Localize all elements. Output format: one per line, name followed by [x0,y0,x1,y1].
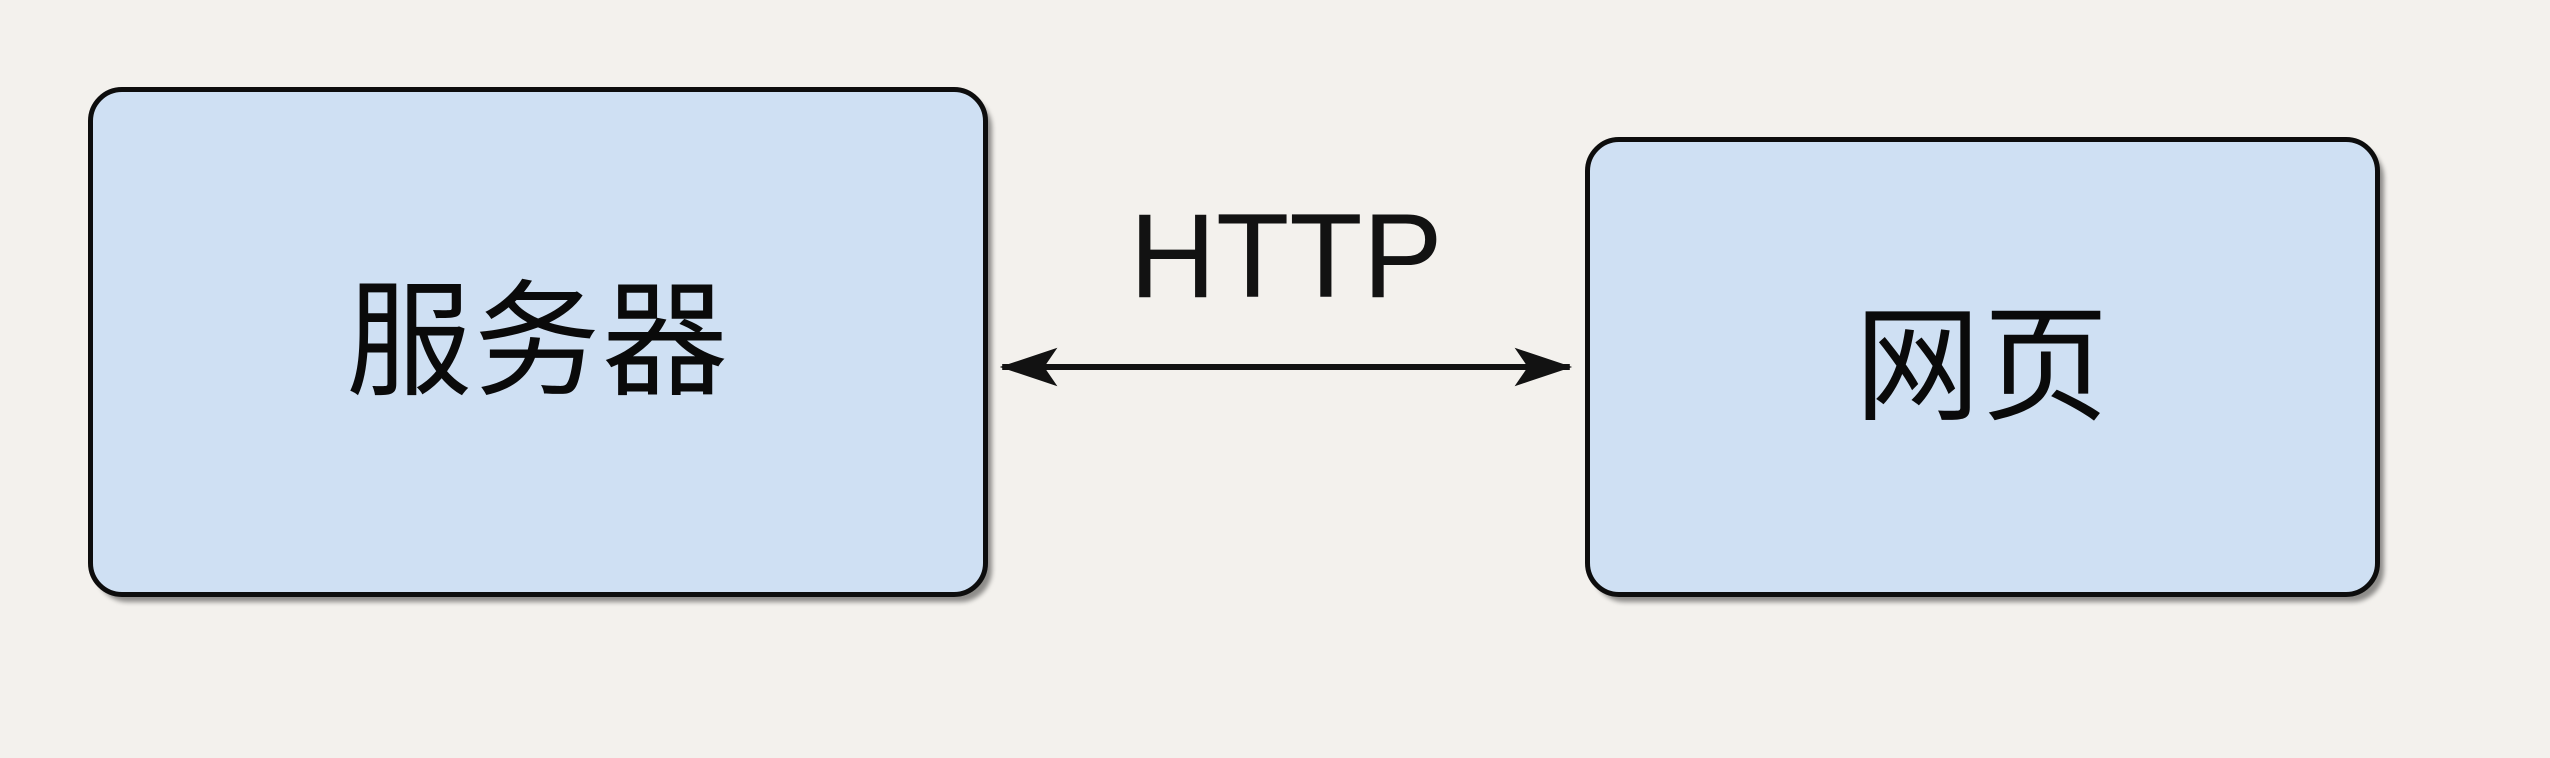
node-server[interactable]: 服务器 [88,87,988,597]
node-webpage[interactable]: 网页 [1585,137,2380,597]
edge-label-http: HTTP [1129,189,1443,323]
node-webpage-label: 网页 [1854,293,2111,440]
node-server-label: 服务器 [346,268,730,415]
